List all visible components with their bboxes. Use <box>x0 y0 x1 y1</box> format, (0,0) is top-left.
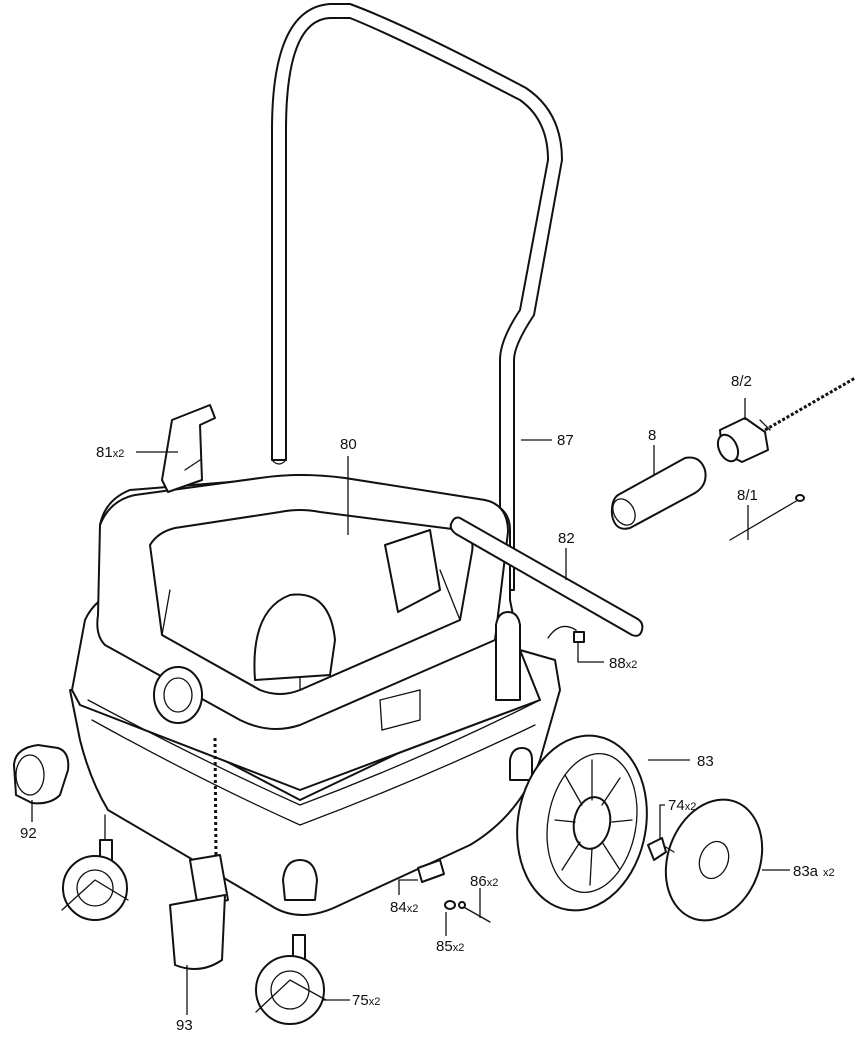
label-8: 8 <box>648 427 656 444</box>
axle-82 <box>449 516 644 637</box>
pin-8-1 <box>729 494 805 541</box>
washer-85 <box>444 900 456 910</box>
label-80: 80 <box>340 436 357 453</box>
label-8-1: 8/1 <box>737 487 758 504</box>
label-75: 75x2 <box>352 992 380 1009</box>
label-81: 81x2 <box>96 444 124 461</box>
nozzle-8-2 <box>716 376 856 463</box>
plate-84 <box>417 859 445 883</box>
label-93: 93 <box>176 1017 193 1034</box>
label-86: 86x2 <box>470 873 498 890</box>
label-87: 87 <box>557 432 574 449</box>
part-labels: 81x2 80 87 8 8/2 8/1 82 88x2 83 74x2 83a… <box>20 373 835 1034</box>
clip-81 <box>161 404 216 493</box>
wheel-83 <box>516 734 648 912</box>
coupling-92 <box>13 744 70 805</box>
label-88: 88x2 <box>609 655 637 672</box>
label-83: 83 <box>697 753 714 770</box>
bracket-88 <box>547 625 585 643</box>
label-74: 74x2 <box>668 797 696 814</box>
container-80 <box>69 474 561 916</box>
hub-cap-83a <box>664 798 764 922</box>
label-92: 92 <box>20 825 37 842</box>
label-85: 85x2 <box>436 938 464 955</box>
drain-plug-93 <box>169 737 229 970</box>
label-8-2: 8/2 <box>731 373 752 390</box>
handle-87 <box>271 3 563 591</box>
label-82: 82 <box>558 530 575 547</box>
caster-75 <box>255 934 327 1025</box>
pipe-8 <box>610 456 707 530</box>
leader-lines <box>31 398 790 1015</box>
label-84: 84x2 <box>390 899 418 916</box>
caster-rear <box>61 839 129 921</box>
screw-86 <box>458 901 491 923</box>
bolt-74 <box>647 837 675 861</box>
